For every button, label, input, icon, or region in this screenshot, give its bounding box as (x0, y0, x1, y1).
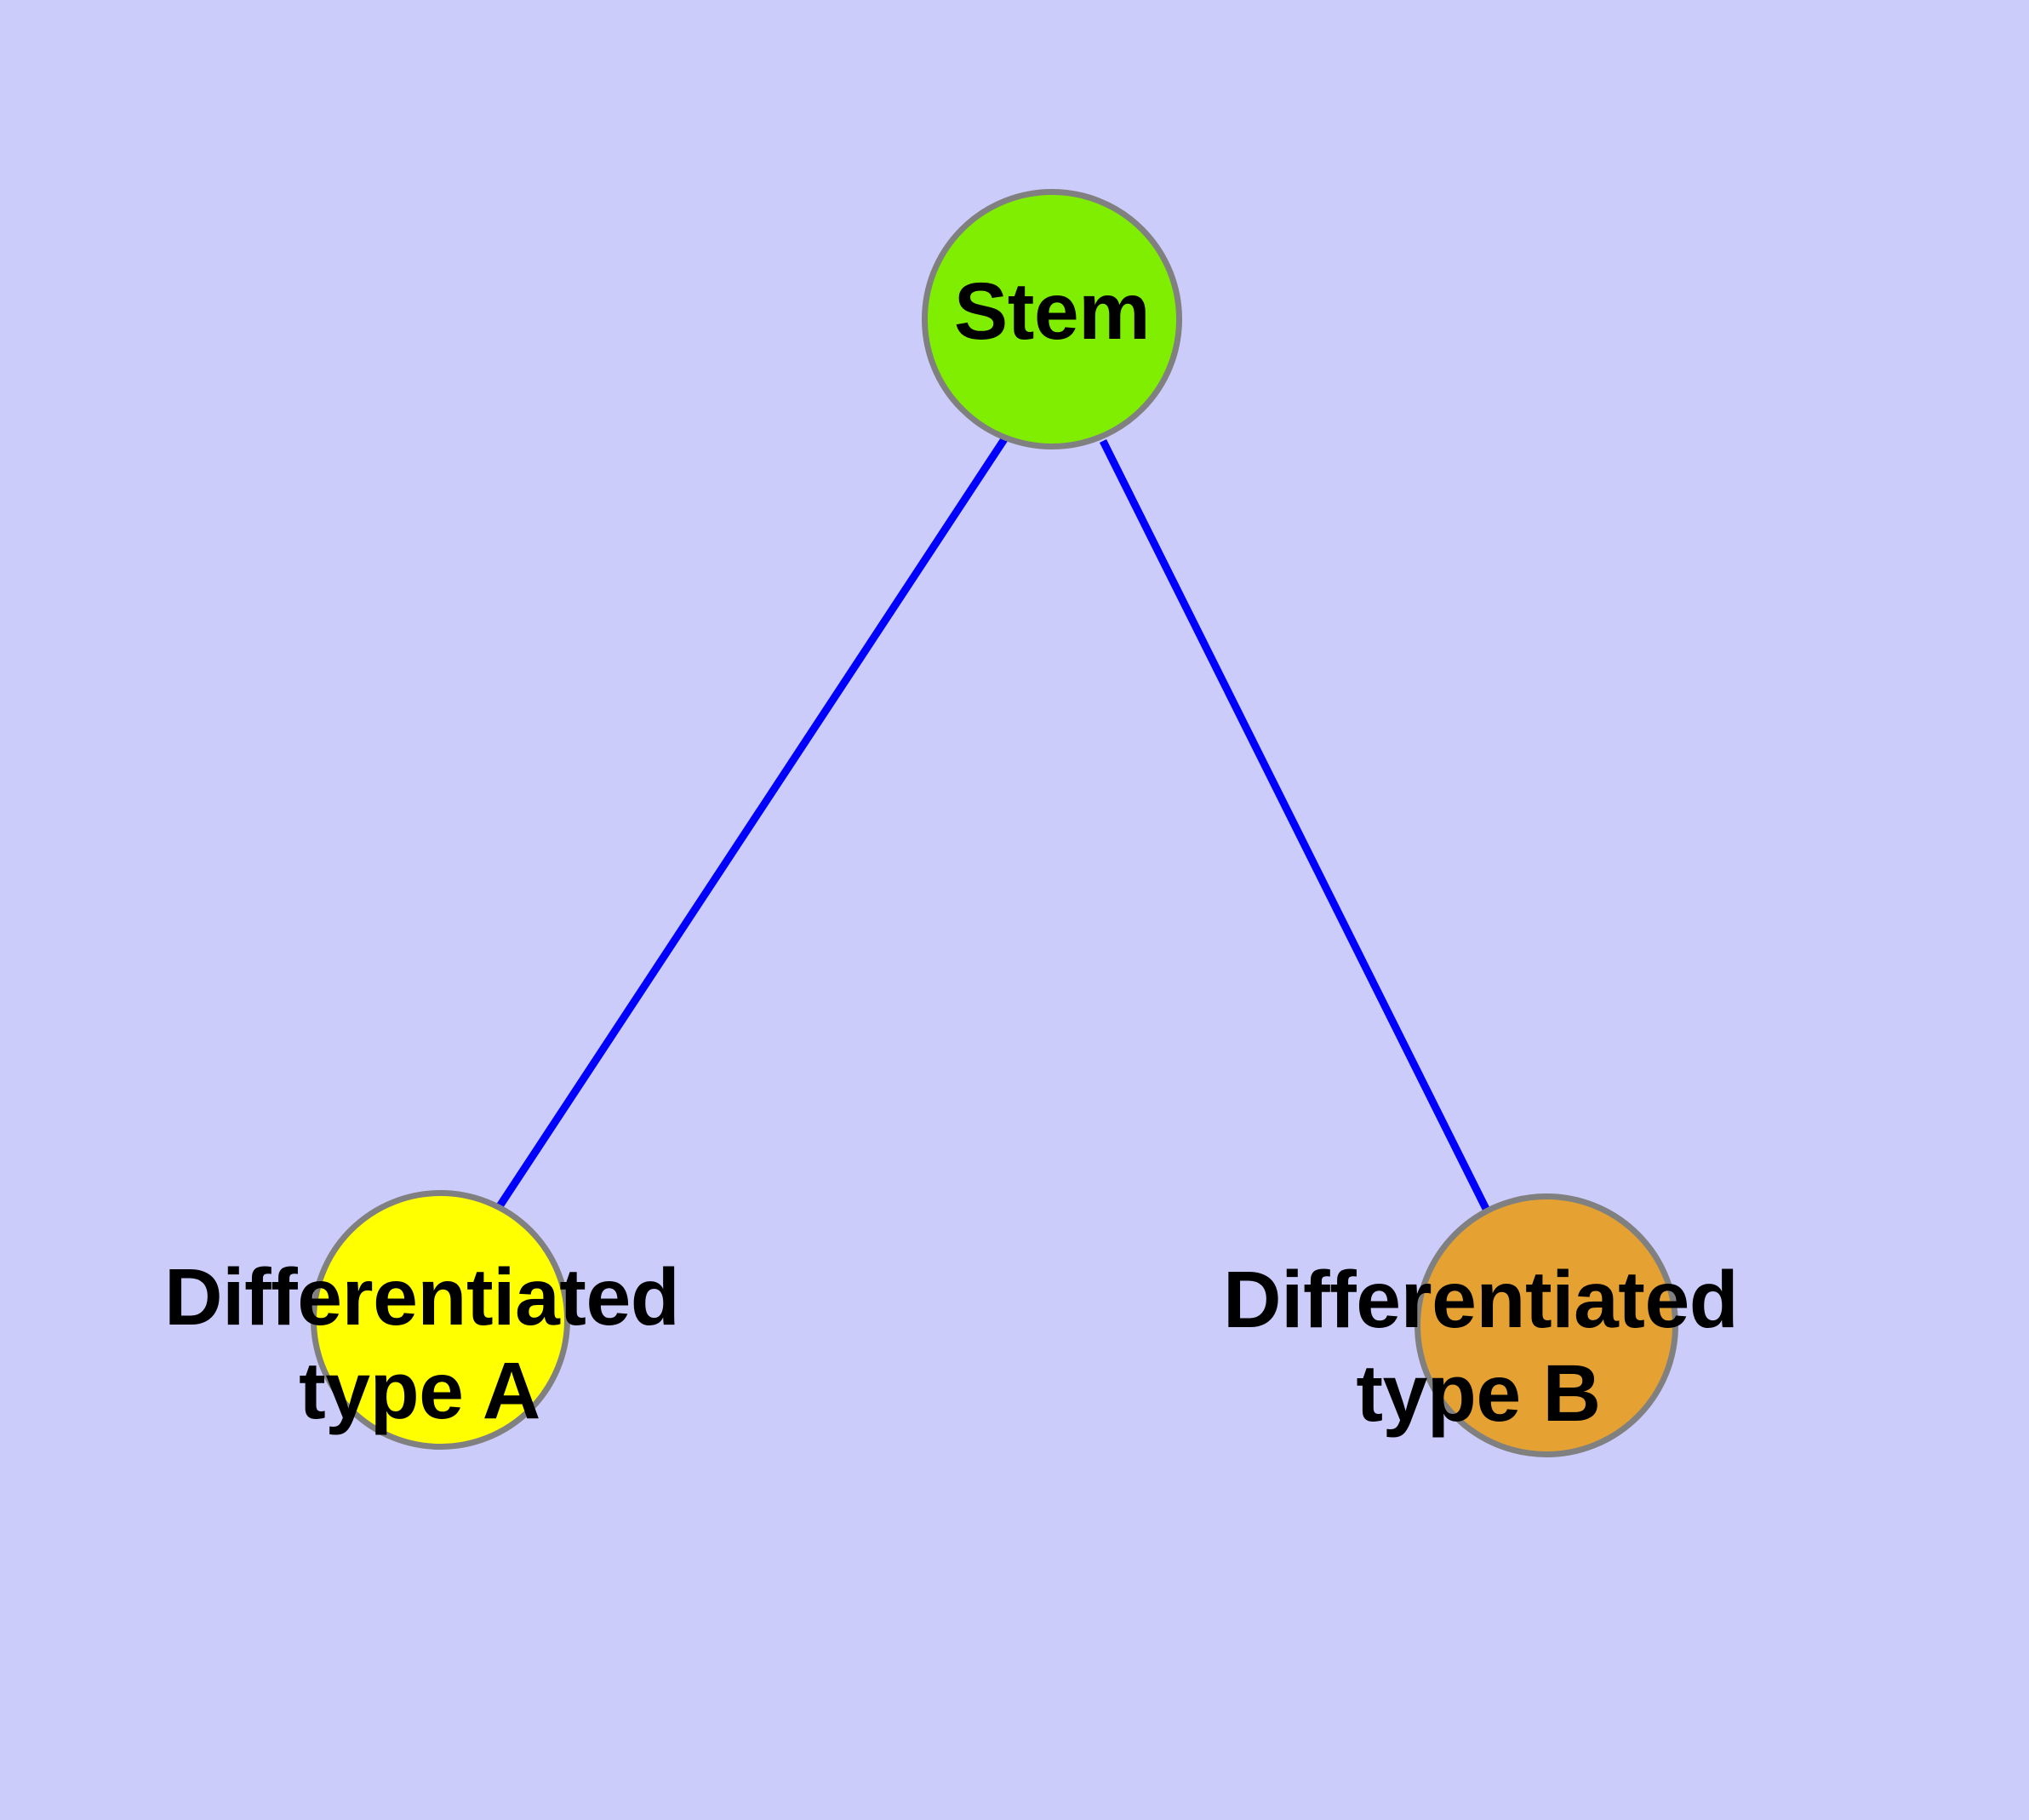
node-stem[interactable] (922, 189, 1182, 449)
node-label-differentiated-type-a: Differentiated type A (164, 1252, 680, 1437)
edge-stem-to-type-a[interactable] (494, 437, 1008, 1211)
edge-stem-to-type-b[interactable] (1099, 438, 1491, 1213)
node-differentiated-type-a[interactable] (311, 1190, 570, 1450)
node-differentiated-type-b[interactable] (1415, 1193, 1678, 1457)
node-label-stem: Stem (953, 266, 1151, 357)
node-label-differentiated-type-b: Differentiated type B (1223, 1255, 1739, 1439)
